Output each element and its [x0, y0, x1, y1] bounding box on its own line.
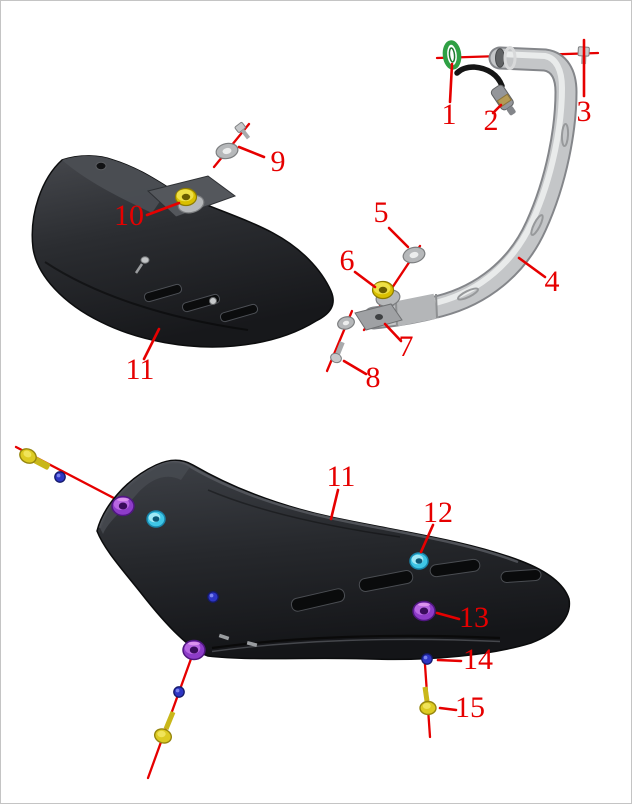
spacer-left — [146, 510, 166, 528]
oxygen-sensor — [490, 84, 516, 116]
plate-vents-bottom — [290, 558, 542, 612]
callout-4: 4 — [545, 265, 560, 298]
bolt-15 — [419, 686, 437, 716]
plate-notch — [218, 633, 230, 641]
callout-1: 1 — [442, 98, 457, 131]
callout-3: 3 — [577, 95, 592, 128]
sensor-cable — [454, 64, 505, 89]
bolt-left-top — [19, 448, 51, 470]
exhaust-pipe — [362, 46, 578, 330]
callout-numbers: 1 2 3 4 5 6 7 8 9 10 11 11 12 13 14 15 — [114, 95, 592, 724]
callout-10: 10 — [114, 199, 144, 232]
callout-7: 7 — [399, 330, 414, 363]
pipe-sleeve — [393, 293, 439, 327]
callout-15: 15 — [455, 691, 485, 724]
washer-9 — [215, 122, 251, 160]
callout-5: 5 — [374, 196, 389, 229]
grommet-10 — [174, 187, 205, 214]
plate-vents — [143, 283, 259, 323]
grommet-left-bottom — [182, 639, 206, 661]
gasket-ring-1 — [442, 40, 462, 70]
callout-11-top: 11 — [126, 353, 155, 386]
bolt-9 — [234, 122, 251, 140]
weld-ring-2 — [530, 214, 544, 236]
skid-plate-top-view — [31, 155, 334, 348]
weld-ring-3 — [457, 287, 479, 301]
pipe-clamp-collar — [503, 46, 517, 70]
callout-12: 12 — [423, 496, 453, 529]
nut-14 — [421, 653, 433, 665]
callout-13: 13 — [459, 601, 489, 634]
weld-ring-1 — [560, 123, 570, 147]
bolt-8 — [330, 341, 345, 364]
nut-left-bottom — [173, 686, 185, 698]
callout-14: 14 — [463, 643, 493, 676]
callout-9: 9 — [271, 145, 286, 178]
plate-notch — [246, 641, 258, 647]
plate-contour — [207, 489, 401, 538]
grommet-left — [111, 495, 135, 517]
callout-6: 6 — [340, 244, 355, 277]
spacer-12 — [409, 552, 429, 570]
bracket-7 — [354, 303, 403, 331]
grommet-6 — [371, 280, 401, 307]
nut-on-plate — [207, 591, 219, 603]
plate-crease — [44, 261, 249, 331]
bolt-10-end — [134, 256, 150, 274]
washer-5 — [402, 246, 426, 264]
callout-2: 2 — [484, 104, 499, 137]
skid-plate-top-face — [62, 155, 169, 213]
plate-bottom-crease — [211, 634, 501, 650]
nut-left-top — [54, 471, 66, 483]
leader-lines — [142, 38, 586, 712]
grommet-13 — [412, 600, 436, 622]
callout-8: 8 — [366, 361, 381, 394]
bolt-left-bottom — [153, 711, 176, 744]
callout-11-bottom: 11 — [327, 460, 356, 493]
washer-8 — [337, 316, 355, 330]
pipe-open-end — [495, 48, 505, 68]
plate-screw — [209, 297, 217, 305]
plate-hole — [95, 161, 107, 171]
